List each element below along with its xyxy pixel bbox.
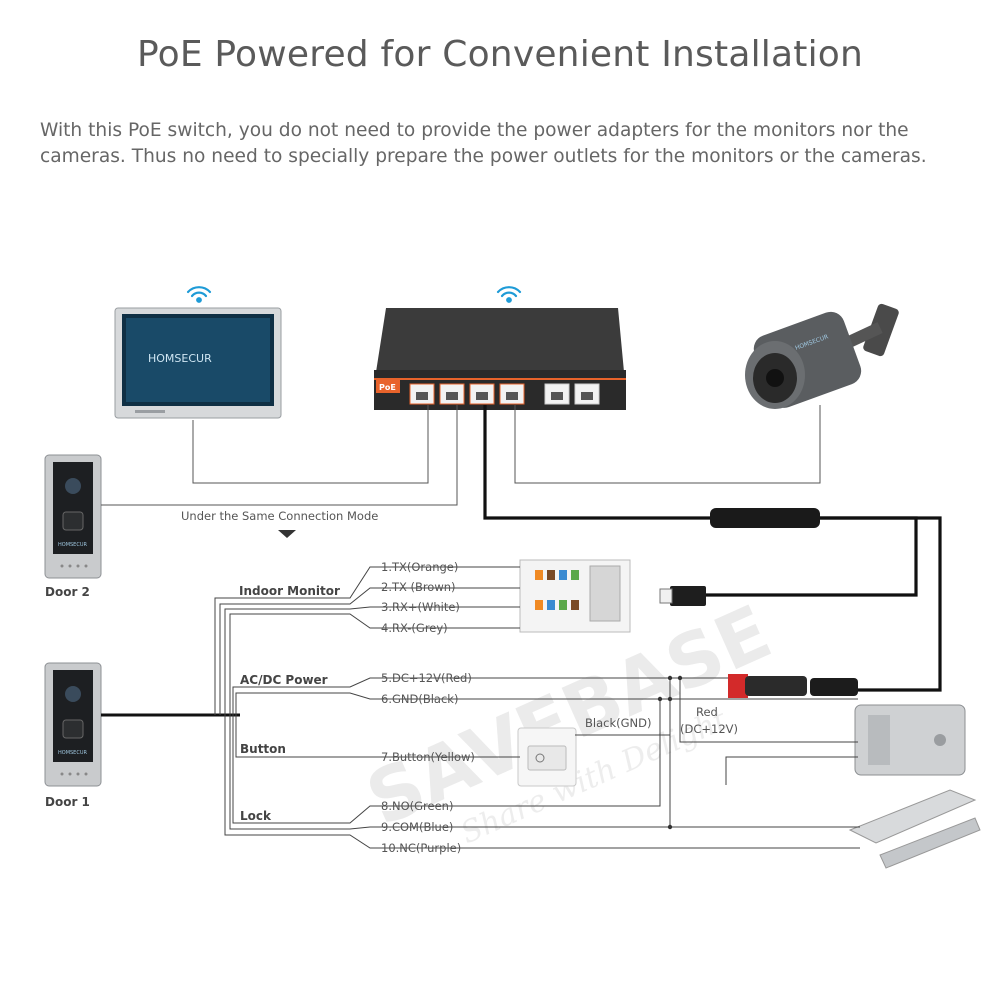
dc-connector-image (728, 674, 858, 698)
doorbell-wiring (101, 566, 860, 849)
wire-label-nc: 10.NC(Purple) (381, 841, 461, 855)
wire-label-tx-pos: 1.TX(Orange) (381, 560, 458, 574)
wire-label-rx-neg: 4.RX-(Grey) (381, 621, 448, 635)
indoor-monitor-image: HOMSECUR (114, 307, 282, 419)
exit-button-image (517, 727, 577, 787)
wire-label-tx-neg: 2.TX-(Brown) (381, 580, 456, 594)
group-label-lock: Lock (240, 809, 272, 823)
group-label-indoor-monitor: Indoor Monitor (239, 584, 340, 598)
switch-poe-badge: PoE (379, 383, 396, 392)
junction-dots (657, 675, 683, 830)
camera-image: HOMSECUR (745, 303, 899, 409)
wifi-icon (186, 286, 212, 303)
black-gnd-label: Black(GND) (585, 716, 651, 730)
doorbell-brand: HOMSECUR (58, 750, 87, 756)
intro-line-1: With this PoE switch, you do not need to… (40, 120, 909, 141)
wire-label-rx-pos: 3.RX+(White) (381, 600, 460, 614)
red-dc12-label: (DC+12V) (680, 722, 738, 736)
wire-label-com: 9.COM(Blue) (381, 820, 453, 834)
down-arrow-icon (278, 530, 296, 538)
wifi-icon (496, 286, 522, 303)
poe-splitter (710, 508, 820, 528)
keystone-jack-image (519, 559, 631, 633)
network-lines (101, 405, 821, 506)
door1-label: Door 1 (45, 795, 90, 809)
poe-switch-image: PoE (374, 308, 626, 410)
poe-cable (483, 405, 942, 692)
wire-label-no: 8.NO(Green) (381, 799, 453, 813)
page-title: PoE Powered for Convenient Installation (136, 34, 864, 75)
red-label: Red (696, 705, 718, 719)
door1-doorbell-image: HOMSECUR (44, 662, 102, 787)
monitor-brand-logo: HOMSECUR (148, 352, 212, 365)
wire-label-gnd: 6.GND(Black) (381, 692, 458, 706)
electric-lock-image (854, 704, 966, 776)
intro-line-2: cameras. Thus no need to specially prepa… (40, 146, 927, 167)
same-connection-mode-label: Under the Same Connection Mode (181, 509, 378, 523)
rj45-plug-image (659, 586, 706, 606)
group-label-acdc-power: AC/DC Power (240, 673, 328, 687)
wire-label-dc12: 5.DC+12V(Red) (381, 671, 472, 685)
group-label-button: Button (240, 742, 286, 756)
doorbell-brand: HOMSECUR (58, 542, 87, 548)
door2-label: Door 2 (45, 585, 90, 599)
door2-doorbell-image: HOMSECUR (44, 454, 102, 579)
intro-text: With this PoE switch, you do not need to… (40, 118, 970, 170)
wire-label-button: 7.Button(Yellow) (381, 750, 475, 764)
magnetic-lock-image (848, 789, 981, 869)
